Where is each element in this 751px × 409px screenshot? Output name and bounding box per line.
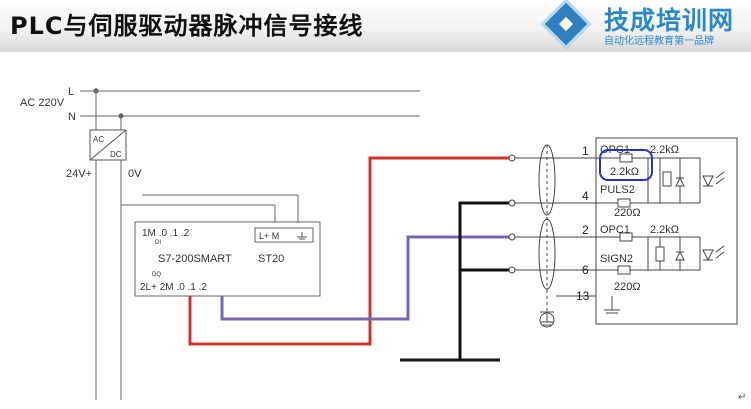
pin-13: 13	[576, 289, 590, 303]
pin-6: 6	[582, 263, 589, 277]
label-r-a-box: 2.2kΩ	[610, 166, 639, 178]
label-0v: 0V	[128, 168, 142, 180]
channel-pulse-circuit	[596, 153, 725, 208]
psu-ac-label: AC	[93, 135, 104, 144]
label-r-puls: 220Ω	[614, 207, 641, 219]
psu-dc-label: DC	[110, 150, 122, 159]
junction-l	[93, 88, 99, 94]
plc-model: S7-200SMART	[158, 253, 232, 265]
label-r-sign: 220Ω	[614, 281, 641, 293]
common-wire-puls	[458, 201, 512, 360]
plc-di-label: DI	[155, 240, 161, 246]
brand-slogan: 自动化远程教育第一品牌	[604, 36, 714, 47]
plc-variant: ST20	[258, 253, 284, 265]
pin-1: 1	[582, 144, 589, 158]
shield-cable	[538, 144, 556, 313]
terminal-connectors	[508, 154, 596, 297]
pulse-wire	[188, 156, 512, 346]
plc-module	[134, 221, 321, 297]
label-r-b: 2.2kΩ	[650, 224, 679, 236]
brand-logo-text: 技成培训网	[604, 6, 735, 35]
highlight-oval	[599, 149, 653, 181]
label-opc1-b: OPC1	[600, 224, 630, 236]
label-n: N	[68, 111, 76, 123]
shield-ground-icon	[539, 312, 555, 328]
channel-sign-circuit	[596, 232, 725, 314]
label-l: L	[68, 86, 74, 98]
label-sign2: SIGN2	[600, 253, 633, 265]
plc-outputs-row: 2L+ 2M .0 .1 .2	[140, 282, 207, 293]
corner-mark: ↵	[738, 392, 747, 403]
junction-n	[118, 113, 124, 119]
header-bar: PLC与伺服驱动器脉冲信号接线 技成培训网 自动化远程教育第一品牌	[0, 0, 751, 52]
label-24v: 24V+	[66, 168, 92, 180]
servo-drive-box	[595, 137, 738, 325]
plc-inputs-row: 1M .0 .1 .2	[142, 228, 190, 239]
label-r-a: 2.2kΩ	[650, 144, 679, 156]
logo-diamond-icon	[540, 0, 592, 50]
sign-wire	[220, 235, 512, 321]
plc-supply-label: L+ M	[259, 231, 279, 241]
wiring-diagram: L N AC 220V AC DC 24V+ 0V 1M .0 .1 .2 DI…	[20, 86, 738, 400]
pin-2: 2	[582, 223, 589, 237]
ground-icon	[297, 232, 307, 240]
label-puls2: PULS2	[600, 184, 635, 196]
plc-dq-label: DQ	[152, 272, 161, 278]
page-title: PLC与伺服驱动器脉冲信号接线	[10, 12, 364, 40]
pin-4: 4	[582, 189, 589, 203]
power-supply: AC DC	[89, 129, 127, 161]
label-ac-source: AC 220V	[20, 97, 65, 109]
